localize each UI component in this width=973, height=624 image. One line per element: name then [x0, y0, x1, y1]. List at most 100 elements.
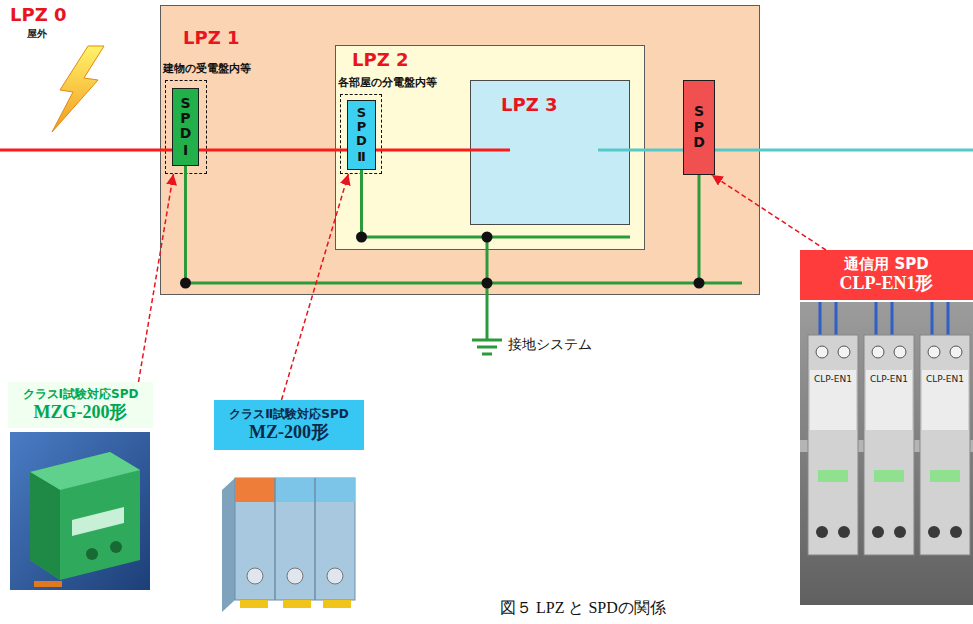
model-marking: CLP-EN1: [866, 374, 912, 384]
figure-caption: 図５ LPZ と SPDの関係: [500, 598, 666, 617]
ground-wire: [360, 170, 363, 237]
junction-dot: [356, 232, 367, 243]
label-anchor: CLP-EN1: [810, 374, 856, 384]
module-tag: [930, 470, 960, 482]
ground-bus: [186, 282, 743, 285]
terminal-screw: [86, 548, 98, 560]
label-anchor: CLP-EN1: [922, 374, 968, 384]
panel-bracket: 建物の受電盤内等SPDⅠ: [165, 80, 207, 174]
terminal-screw: [894, 346, 906, 358]
terminal-screw: [838, 526, 850, 538]
terminal-screw: [928, 526, 940, 538]
power-line: [470, 149, 510, 152]
junction-dot: [482, 278, 493, 289]
callout-arrow: [712, 175, 826, 250]
label-anchor: LPZ 0: [10, 4, 67, 25]
callout-box: クラスⅡ試験対応SPDMZ-200形: [214, 400, 364, 450]
din-clip: [283, 600, 311, 608]
spd-module: [864, 335, 914, 555]
spd-module: [920, 335, 970, 555]
zone-label: LPZ 3: [501, 95, 629, 116]
zone-sublabel: 屋外: [27, 27, 47, 41]
panel-label: 建物の受電盤内等: [163, 62, 203, 75]
lpz-zone: LPZ 2 各部屋の分電盤内等 SPDⅡ LPZ 3: [335, 45, 645, 250]
junction-dot: [694, 278, 705, 289]
model-marking: CLP-EN1: [810, 374, 856, 384]
terminal-screw: [287, 568, 303, 584]
device-body: [30, 452, 140, 580]
signal-wire: [820, 302, 948, 340]
junction-dot: [180, 278, 191, 289]
ground-label: 接地システム: [508, 336, 592, 354]
terminal-screw: [816, 346, 828, 358]
zone-label: LPZ 0: [10, 4, 67, 25]
callout-arrow: [282, 174, 349, 400]
terminal-screw: [838, 346, 850, 358]
ground-symbol: [472, 340, 502, 354]
power-line: [376, 149, 470, 152]
module-plate: [866, 370, 912, 430]
device-label: SPD: [179, 96, 193, 142]
module-plate: [810, 370, 856, 430]
label-anchor: 屋外: [27, 27, 47, 41]
signal-line: [598, 149, 630, 152]
din-clip: [240, 600, 268, 608]
ground-bus: [362, 236, 631, 239]
model-marking: CLP-EN1: [922, 374, 968, 384]
terminal-screw: [327, 568, 343, 584]
terminal-screw: [247, 568, 263, 584]
signal-line: [715, 149, 973, 152]
spd-box: SPDⅡ: [347, 100, 376, 170]
signal-line: [630, 149, 683, 152]
callout-arrow: [139, 174, 174, 382]
label-anchor: 接地システム: [508, 336, 592, 354]
terminal-screw: [816, 526, 828, 538]
din-clip: [34, 581, 62, 587]
photo-background: [215, 454, 362, 620]
class-numeral: Ⅱ: [357, 149, 366, 165]
photo-background: [10, 432, 150, 590]
callout-title: クラスⅠ試験対応SPD: [23, 387, 139, 402]
terminal-screw: [928, 346, 940, 358]
terminal-screw: [872, 346, 884, 358]
ground-wire: [698, 175, 701, 283]
terminal-screw: [894, 526, 906, 538]
caption-anchor: 図５ LPZ と SPDの関係: [500, 598, 666, 617]
junction-dot: [482, 232, 493, 243]
power-line: [199, 149, 347, 152]
panel-label: 各部屋の分電盤内等: [338, 76, 378, 89]
zone-label: LPZ 1: [183, 28, 759, 49]
device-side: [222, 478, 235, 612]
power-line: [0, 149, 172, 152]
callout-title: 通信用 SPD: [844, 255, 928, 273]
terminal-screw: [110, 541, 122, 553]
lightning-bolt: [52, 46, 104, 132]
module-divider: [275, 478, 315, 600]
device-label-plate: [72, 507, 124, 536]
module-tag: [818, 470, 848, 482]
callout-model: MZG-200形: [34, 402, 128, 424]
din-clip: [323, 600, 351, 608]
device-body: [235, 478, 355, 600]
ground-wire: [184, 166, 187, 283]
device-label: SPD: [692, 104, 706, 150]
terminal-screw: [872, 526, 884, 538]
spd-module: [808, 335, 858, 555]
terminal-screw: [950, 526, 962, 538]
terminal-screw: [950, 346, 962, 358]
class-numeral: Ⅰ: [183, 142, 188, 159]
module-plate: [922, 370, 968, 430]
callout-box: クラスⅠ試験対応SPDMZG-200形: [8, 382, 153, 428]
callout-model: CLP-EN1形: [840, 273, 934, 295]
connector-group: [139, 150, 826, 400]
photo-background: [800, 302, 973, 605]
lpz-zone: LPZ 3: [470, 80, 630, 225]
spd-box: SPDⅠ: [172, 88, 199, 166]
module-tag: [874, 470, 904, 482]
zone-label: LPZ 2: [352, 50, 644, 71]
device-top-band: [235, 478, 275, 502]
spd-box: SPD: [683, 80, 715, 175]
